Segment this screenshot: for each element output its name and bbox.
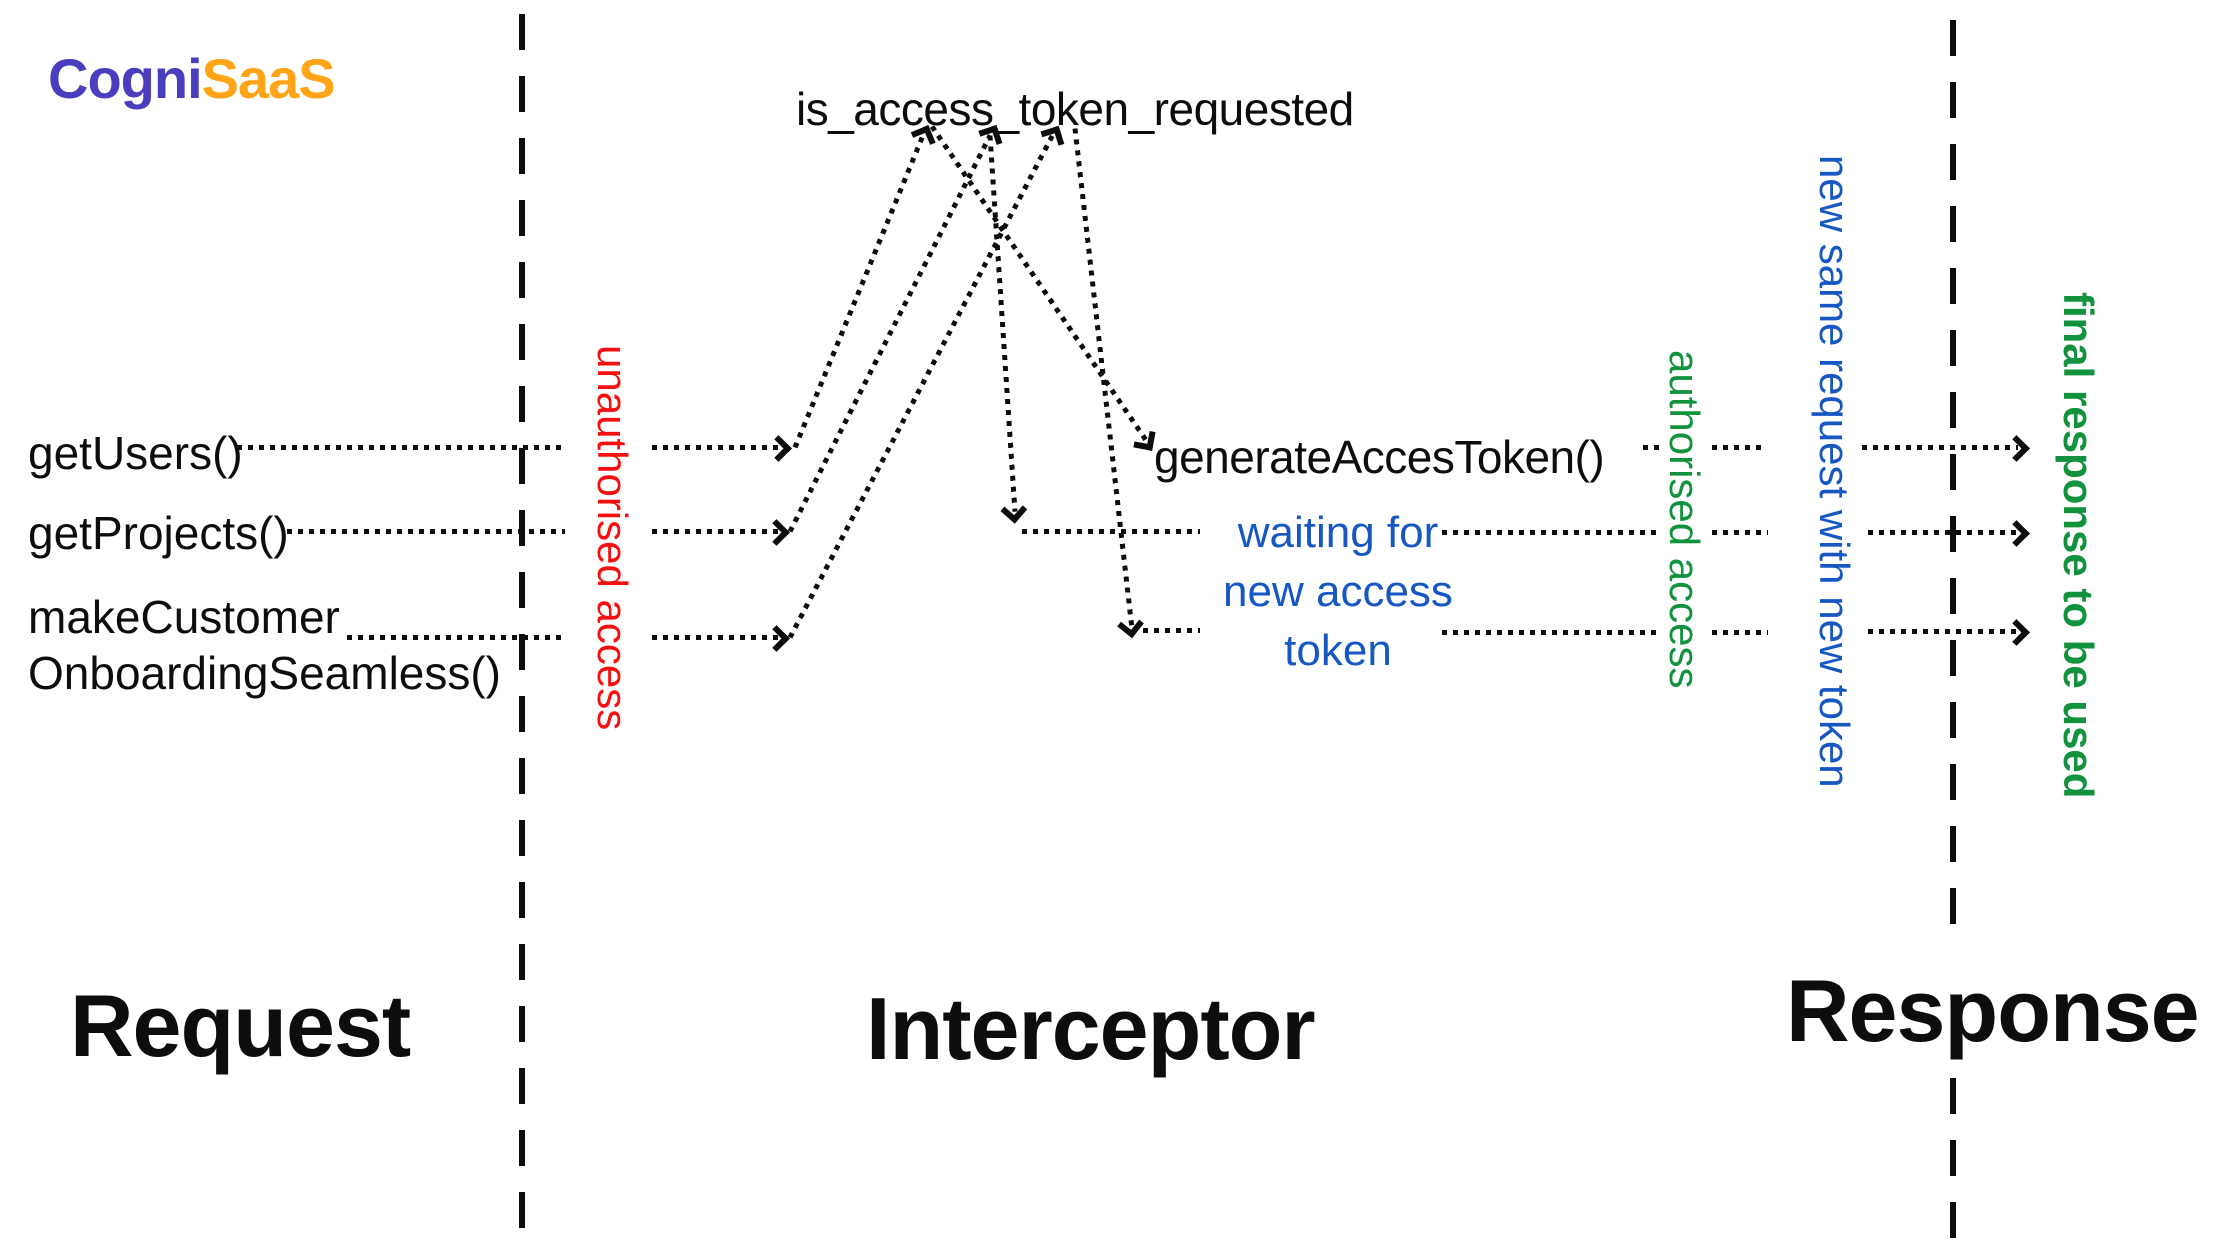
section-title-response: Response (1786, 961, 2200, 1060)
row3-segment-authorised (1712, 630, 1768, 635)
diag-makecustomer-to-tokencheck (787, 125, 1065, 639)
interceptor-response-divider-bottom (1950, 1078, 1956, 1242)
request-interceptor-divider (519, 14, 525, 1242)
right-arrow-icon (2003, 435, 2030, 462)
row2-segment-waiting-left (1022, 529, 1200, 534)
row3-segment-to-response (1868, 619, 2030, 646)
right-arrow-icon (763, 625, 790, 652)
row3-segment-waiting-right (1442, 630, 1656, 635)
row1-segment-into-interceptor (652, 435, 792, 462)
interceptor-response-divider-top (1950, 20, 1956, 945)
row3-segment-label-to-redtext (347, 635, 565, 640)
request-label-getusers: getUsers() (28, 427, 243, 479)
diag-tokencheck-to-waiting-row3 (1072, 128, 1144, 639)
row2-segment-into-interceptor (652, 519, 790, 546)
new-request-annotation: new same request with new token (1811, 155, 1858, 788)
row2-segment-label-to-redtext (287, 529, 565, 534)
request-label-getprojects: getProjects() (28, 507, 289, 559)
diag-tokencheck-to-generatetoken (929, 125, 1156, 451)
row2-segment-authorised (1712, 530, 1768, 535)
logo-cogni-text: Cogni (48, 47, 203, 110)
diag-getprojects-to-tokencheck (787, 124, 1003, 533)
waiting-text: waiting for new access token (1178, 503, 1498, 680)
right-arrow-icon (2003, 520, 2030, 547)
row1-segment-authorised (1712, 445, 1766, 450)
authorised-access-annotation: authorised access (1661, 350, 1708, 689)
cognisaas-logo: CogniSaaS (48, 46, 336, 111)
row3-segment-waiting-left (1143, 628, 1200, 633)
final-response-annotation: final response to be used (2055, 292, 2102, 799)
row1-segment-after-generate (1643, 445, 1663, 450)
logo-saas-text: SaaS (201, 47, 336, 110)
down-arrow-icon (1000, 496, 1028, 524)
request-label-makecustomer-line2: OnboardingSeamless() (28, 647, 502, 699)
unauthorised-access-annotation: unauthorised access (589, 345, 636, 731)
row3-segment-into-interceptor (652, 625, 790, 652)
waiting-line-3: token (1284, 626, 1392, 675)
row2-segment-to-response (1868, 520, 2030, 547)
row1-segment-label-to-redtext (237, 445, 565, 450)
right-arrow-icon (763, 519, 790, 546)
waiting-line-1: waiting for (1237, 508, 1439, 557)
diag-tokencheck-to-waiting-row2 (987, 135, 1028, 524)
down-right-arrow-icon (1133, 428, 1156, 451)
token-check-label: is_access_token_requested (796, 83, 1354, 135)
request-label-makecustomer-line1: makeCustomer (28, 591, 340, 643)
row1-segment-to-response (1862, 435, 2030, 462)
generate-token-label: generateAccesToken() (1154, 431, 1605, 483)
row2-segment-waiting-right (1442, 530, 1656, 535)
diag-getusers-to-tokencheck (792, 125, 936, 449)
right-arrow-icon (765, 435, 792, 462)
section-title-request: Request (70, 976, 411, 1075)
waiting-line-2: new access (1223, 567, 1453, 616)
down-arrow-icon (1117, 611, 1144, 639)
right-arrow-icon (2003, 619, 2030, 646)
section-title-interceptor: Interceptor (866, 979, 1316, 1078)
